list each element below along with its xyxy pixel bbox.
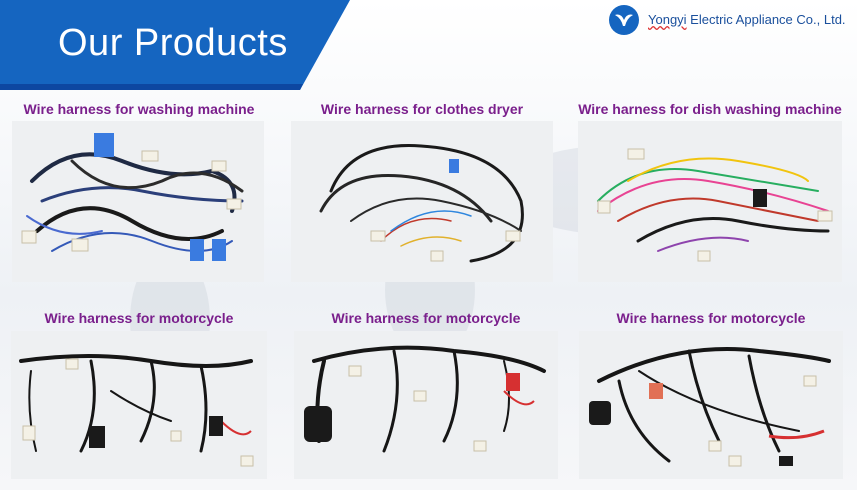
product-image-washing-machine [12, 121, 264, 282]
title-banner [0, 0, 350, 90]
product-caption-dish-washing-machine: Wire harness for dish washing machine [578, 101, 842, 117]
product-caption-clothes-dryer: Wire harness for clothes dryer [320, 101, 524, 117]
page-title: Our Products [58, 22, 288, 64]
product-image-clothes-dryer [291, 121, 553, 282]
product-image-dish-washing-machine [578, 121, 842, 282]
product-caption-motorcycle-1: Wire harness for motorcycle [44, 310, 234, 326]
company-logo-icon [609, 5, 639, 35]
product-image-motorcycle-1 [11, 331, 267, 479]
product-caption-motorcycle-3: Wire harness for motorcycle [616, 310, 806, 326]
product-caption-washing-machine: Wire harness for washing machine [23, 101, 255, 117]
company-name: Yongyi Electric Appliance Co., Ltd. [648, 12, 846, 27]
product-image-motorcycle-3 [579, 331, 843, 479]
product-caption-motorcycle-2: Wire harness for motorcycle [331, 310, 521, 326]
product-image-motorcycle-2 [294, 331, 558, 479]
